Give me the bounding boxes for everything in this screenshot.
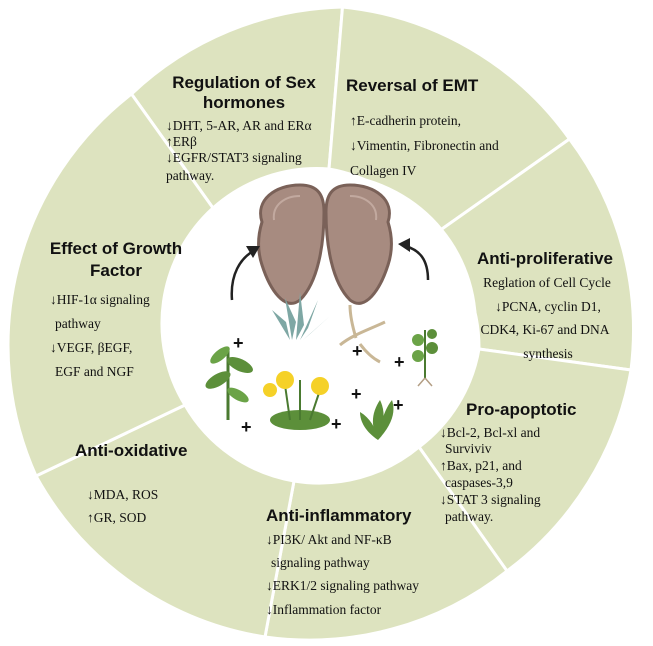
segment-label-pro-apoptotic: Pro-apoptotic ↓Bcl-2, Bcl-xl and Survivi… [440, 400, 577, 524]
segment-anti-inflammatory [263, 444, 510, 642]
segment-line: ↓VEGF, βEGF, [50, 340, 132, 355]
outer-ring-segments [6, 5, 635, 642]
segment-title: Anti-proliferative [477, 249, 613, 268]
segment-label-anti-oxidative: Anti-oxidative ↓MDA, ROS ↑GR, SOD [75, 441, 187, 525]
segment-line: ↑Bax, p21, and [440, 458, 522, 473]
segment-pro-apoptotic [416, 347, 633, 574]
segment-line: ↓DHT, 5-AR, AR and ERα [166, 118, 312, 133]
segment-line: ↓Inflammation factor [266, 602, 382, 617]
seaweed-icon [360, 400, 394, 440]
segment-line: ↓PI3K/ Akt and NF-κB [266, 532, 392, 547]
segment-line: Reglation of Cell Cycle [483, 275, 611, 290]
segment-label-effect-of-growth-factor: Effect of Growth Factor ↓HIF-1α signalin… [50, 239, 182, 379]
right-arrow-head [398, 238, 410, 252]
plus-sign: + [393, 395, 404, 415]
segment-line: ↑GR, SOD [87, 510, 147, 525]
segment-title: Pro-apoptotic [466, 400, 577, 419]
plus-sign: + [394, 352, 405, 372]
segment-title: Reversal of EMT [346, 76, 479, 95]
segment-line: CDK4, Ki-67 and DNA [481, 322, 610, 337]
segment-anti-oxidative [33, 403, 296, 639]
segment-title: Anti-oxidative [75, 441, 187, 460]
segment-label-anti-proliferative: Anti-proliferative Reglation of Cell Cyc… [477, 249, 613, 361]
segment-line: ↓EGFR/STAT3 signaling [166, 150, 302, 165]
segment-line: ↓HIF-1α signaling [50, 292, 150, 307]
plus-signs: + + + + + + + [233, 333, 405, 437]
plus-sign: + [331, 414, 342, 434]
segment-line: pathway. [166, 168, 214, 183]
segment-line: ↓Vimentin, Fibronectin and [350, 138, 499, 153]
plus-sign: + [241, 417, 252, 437]
segment-line: ↑ERβ [166, 134, 197, 149]
segment-line: ↓Bcl-2, Bcl-xl and [440, 425, 540, 440]
segment-title: hormones [203, 93, 285, 112]
segment-label-reversal-of-emt: Reversal of EMT ↑E-cadherin protein, ↓Vi… [346, 76, 499, 178]
segment-title: Effect of Growth [50, 239, 182, 258]
segment-line: ↓MDA, ROS [87, 487, 158, 502]
segment-line: ↓ERK1/2 signaling pathway [266, 578, 419, 593]
segment-line: caspases-3,9 [445, 475, 513, 490]
dandelion-icon [263, 371, 330, 430]
sprout-icon [412, 329, 438, 387]
segment-line: ↓STAT 3 signaling [440, 492, 541, 507]
root-icon [339, 304, 386, 364]
segment-title: Regulation of Sex [172, 73, 316, 92]
segment-line: ↑E-cadherin protein, [350, 113, 461, 128]
segment-title: Factor [90, 261, 142, 280]
plus-sign: + [351, 384, 362, 404]
plus-sign: + [233, 333, 244, 353]
segment-label-anti-inflammatory: Anti-inflammatory ↓PI3K/ Akt and NF-κB s… [266, 506, 419, 617]
segment-line: Surviviv [445, 441, 492, 456]
segment-title: Anti-inflammatory [266, 506, 412, 525]
herb-stem-icon [205, 346, 253, 420]
segment-line: pathway. [445, 509, 493, 524]
segment-line: Collagen IV [350, 163, 417, 178]
segment-line: signaling pathway [271, 555, 370, 570]
plus-sign: + [352, 341, 363, 361]
agave-icon [272, 292, 330, 340]
segment-line: ↓PCNA, cyclin D1, [495, 299, 601, 314]
segment-line: synthesis [523, 346, 573, 361]
segment-effect-of-growth-factor [6, 91, 215, 479]
segment-label-regulation-of-sex-hormones: Regulation of Sex hormones ↓DHT, 5-AR, A… [166, 73, 316, 183]
left-arrow-head [246, 246, 260, 258]
prostate-icon [257, 183, 393, 305]
segment-line: EGF and NGF [55, 364, 134, 379]
segment-line: pathway [55, 316, 101, 331]
